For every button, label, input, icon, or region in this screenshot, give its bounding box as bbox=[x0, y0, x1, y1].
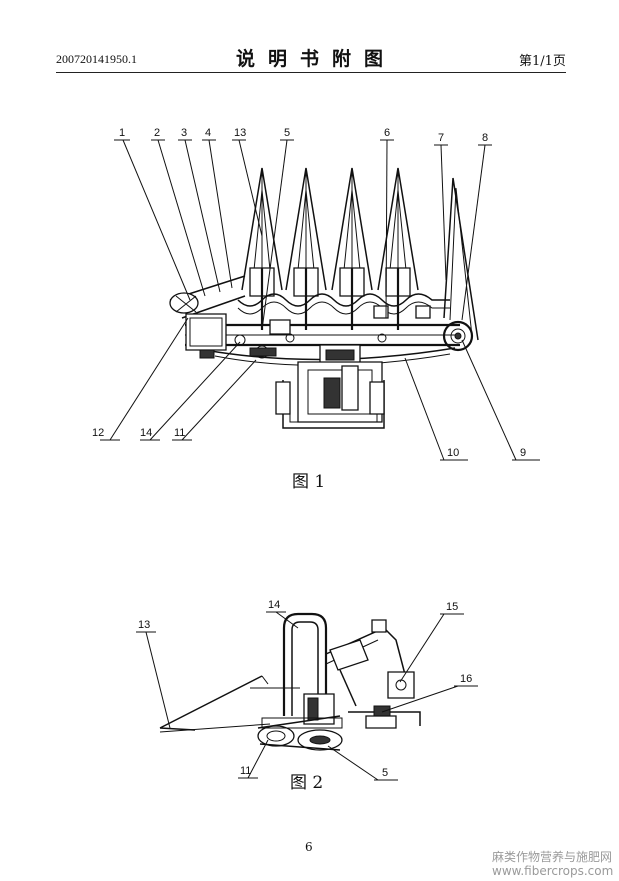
callout-label: 3 bbox=[181, 127, 187, 139]
callout-label: 15 bbox=[446, 601, 458, 613]
callout-label: 9 bbox=[520, 447, 526, 459]
header-rule bbox=[56, 72, 566, 73]
callout-label: 14 bbox=[268, 599, 280, 611]
callout-label: 1 bbox=[119, 127, 125, 139]
page-label: 第1/1页 bbox=[519, 54, 566, 69]
callout-label: 7 bbox=[438, 132, 444, 144]
crop-divider bbox=[331, 167, 373, 330]
callout-label: 12 bbox=[92, 427, 104, 439]
callout-label: 10 bbox=[447, 447, 459, 459]
callout-label: 2 bbox=[154, 127, 160, 139]
callout-label: 6 bbox=[384, 127, 390, 139]
callout-label: 5 bbox=[382, 767, 388, 779]
callout-label: 8 bbox=[482, 132, 488, 144]
callout-label: 11 bbox=[174, 427, 185, 439]
callout-label: 13 bbox=[138, 619, 150, 631]
document-number: 200720141950.1 bbox=[56, 52, 137, 66]
callout-label: 13 bbox=[234, 127, 246, 139]
watermark-title: 麻类作物营养与施肥网 bbox=[492, 850, 613, 864]
watermark: 麻类作物营养与施肥网 www.fibercrops.com bbox=[492, 850, 613, 878]
callout-label: 16 bbox=[460, 673, 472, 685]
callout-label: 11 bbox=[240, 765, 251, 777]
callout-label: 4 bbox=[205, 127, 211, 139]
watermark-url: www.fibercrops.com bbox=[492, 864, 614, 878]
page-number: 6 bbox=[305, 840, 313, 854]
figure-1-callouts: 1 2 3 4 13 5 6 7 8 12 14 11 10 9 bbox=[92, 127, 526, 459]
figure-2-leaders bbox=[136, 611, 478, 781]
callout-label: 14 bbox=[140, 427, 152, 439]
crop-divider bbox=[241, 167, 283, 330]
callout-label: 5 bbox=[284, 127, 290, 139]
figure-2-caption: 图 2 bbox=[290, 773, 323, 793]
figure-1-caption: 图 1 bbox=[292, 472, 325, 492]
figure-2-callouts: 13 14 15 16 11 5 bbox=[138, 599, 472, 779]
figure-1-drawing bbox=[169, 167, 479, 429]
page-title: 说明书附图 bbox=[236, 48, 397, 70]
figure-1-leaders bbox=[100, 139, 540, 461]
figure-2-drawing bbox=[159, 612, 421, 751]
crop-divider bbox=[285, 167, 327, 330]
